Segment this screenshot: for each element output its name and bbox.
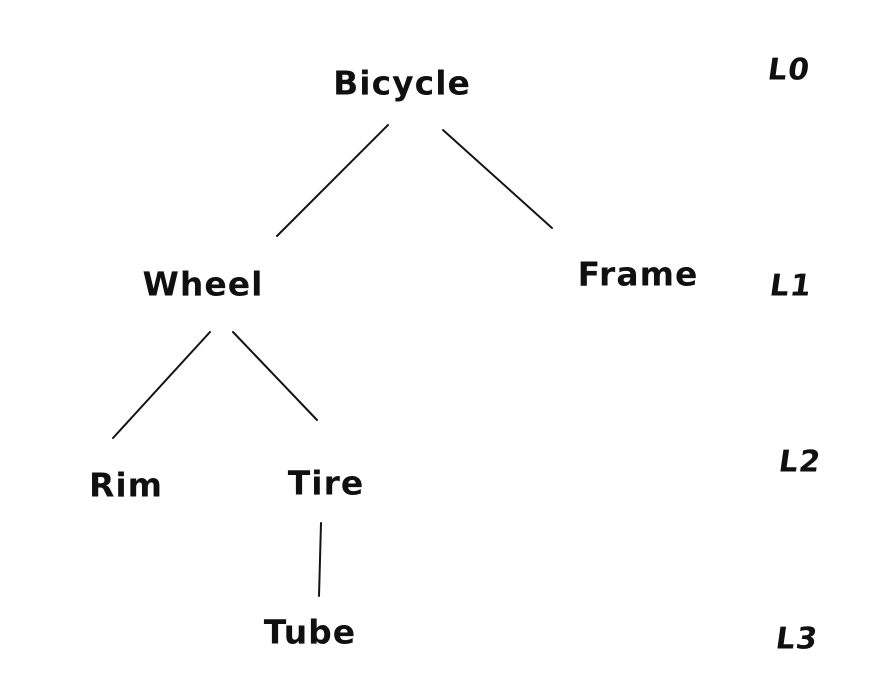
edge-tire-tube: [318, 522, 322, 597]
node-wheel: Wheel: [142, 264, 264, 304]
level-label-l3: L3: [773, 621, 821, 657]
edge-bicycle-wheel: [276, 124, 389, 237]
node-frame: Frame: [577, 254, 699, 294]
level-label-l0: L0: [765, 52, 813, 88]
node-rim: Rim: [88, 465, 164, 505]
edge-wheel-rim: [112, 331, 211, 439]
level-label-l2: L2: [776, 444, 824, 480]
node-tube: Tube: [263, 612, 357, 652]
node-tire: Tire: [287, 463, 365, 503]
edge-wheel-tire: [232, 331, 318, 421]
edge-bicycle-frame: [442, 129, 553, 229]
node-bicycle: Bicycle: [333, 63, 471, 103]
level-label-l1: L1: [767, 268, 815, 304]
